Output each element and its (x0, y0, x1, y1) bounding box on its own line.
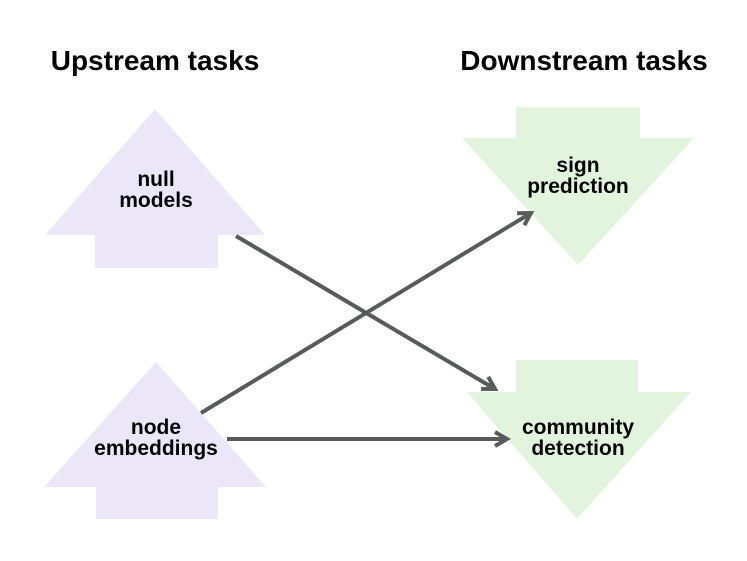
edge-node-embeddings-to-sign-prediction (199, 210, 535, 415)
node-embeddings-label: node embeddings (94, 416, 218, 460)
sign-prediction-shape (462, 107, 694, 265)
node-embeddings-shape (44, 362, 266, 519)
community-detection-shape (467, 360, 691, 519)
upstream-heading: Upstream tasks (50, 45, 260, 76)
downstream-heading: Downstream tasks (460, 45, 708, 76)
sign-prediction-label: sign prediction (527, 154, 629, 198)
null-models-label: null models (119, 168, 193, 212)
community-detection-label: community detection (521, 416, 634, 460)
null-models-shape (45, 109, 265, 268)
